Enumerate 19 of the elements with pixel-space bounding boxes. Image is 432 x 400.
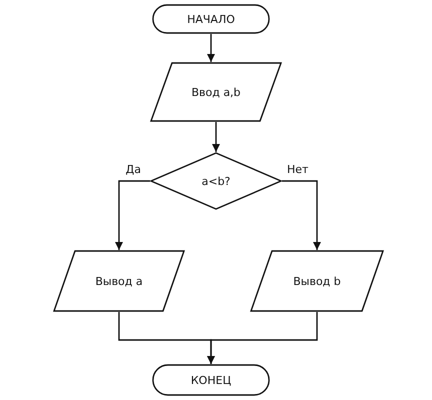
node-text: НАЧАЛО xyxy=(187,12,235,26)
input-output-parallelogram xyxy=(250,250,384,312)
input-output-parallelogram xyxy=(53,250,185,312)
node-text: Вывод а xyxy=(95,274,143,288)
node-text: a<b? xyxy=(202,174,230,188)
input-output-parallelogram xyxy=(150,62,282,122)
decision-diamond xyxy=(150,152,282,210)
edge-label: Нет xyxy=(286,163,310,176)
terminator-shape xyxy=(152,364,270,396)
arrow xyxy=(212,122,220,152)
arrow xyxy=(207,312,318,364)
arrow xyxy=(207,34,215,62)
node-text: Вывод b xyxy=(293,274,341,288)
arrow xyxy=(282,180,321,250)
arrow xyxy=(115,180,150,250)
edge-label: Да xyxy=(124,163,142,176)
terminator-shape xyxy=(152,4,270,34)
node-text: Ввод a,b xyxy=(191,86,241,98)
node-text: КОНЕЦ xyxy=(190,374,232,386)
